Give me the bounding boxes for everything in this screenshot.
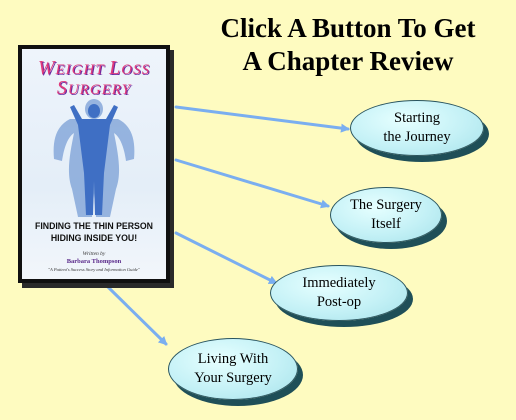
- arrow-to-living-with-your-surgery: [106, 285, 168, 346]
- book-cover: WEIGHT LOSS SURGERY FINDING THE THIN PER…: [22, 49, 166, 279]
- chapter-button-starting-the-journey[interactable]: Starting the Journey: [350, 100, 484, 156]
- chapter-button-immediately-post-op[interactable]: Immediately Post-op: [270, 265, 408, 321]
- chapter-button-label-line-2: the Journey: [383, 129, 451, 145]
- arrow-to-immediately-post-op: [174, 231, 278, 285]
- chapter-button-label-line-1: Starting: [394, 110, 440, 126]
- chapter-button-label-line-1: The Surgery: [350, 197, 422, 213]
- chapter-button-living-with-your-surgery[interactable]: Living With Your Surgery: [168, 338, 298, 400]
- book-byline: Written by: [82, 251, 106, 257]
- book-tagline: FINDING THE THIN PERSON HIDING INSIDE YO…: [34, 221, 153, 244]
- chapter-button-label-line-2: Itself: [371, 216, 401, 232]
- book-title-line-1: WEIGHT LOSS: [37, 57, 151, 79]
- chapter-button-label-line-2: Post-op: [316, 294, 362, 310]
- page-heading: Click A Button To Get A Chapter Review: [186, 12, 510, 78]
- book-author: Barbara Thompson: [66, 258, 122, 265]
- book-cover-image: WEIGHT LOSS SURGERY FINDING THE THIN PER…: [18, 45, 170, 283]
- heading-line-2: A Chapter Review: [242, 46, 454, 76]
- chapter-button-label-line-2: Your Surgery: [194, 370, 272, 386]
- body-silhouette-icon: [53, 99, 135, 217]
- arrow-to-starting-the-journey: [174, 105, 350, 133]
- book-title-line-2: SURGERY: [56, 77, 132, 99]
- arrow-to-the-surgery-itself: [174, 158, 330, 209]
- book-subtitle: "A Patient's Success Story and Informati…: [48, 267, 140, 272]
- heading-line-1: Click A Button To Get: [220, 13, 476, 43]
- chapter-button-the-surgery-itself[interactable]: The Surgery Itself: [330, 187, 442, 243]
- chapter-button-label-line-1: Living With: [197, 351, 269, 367]
- chapter-button-label-line-1: Immediately: [302, 275, 376, 291]
